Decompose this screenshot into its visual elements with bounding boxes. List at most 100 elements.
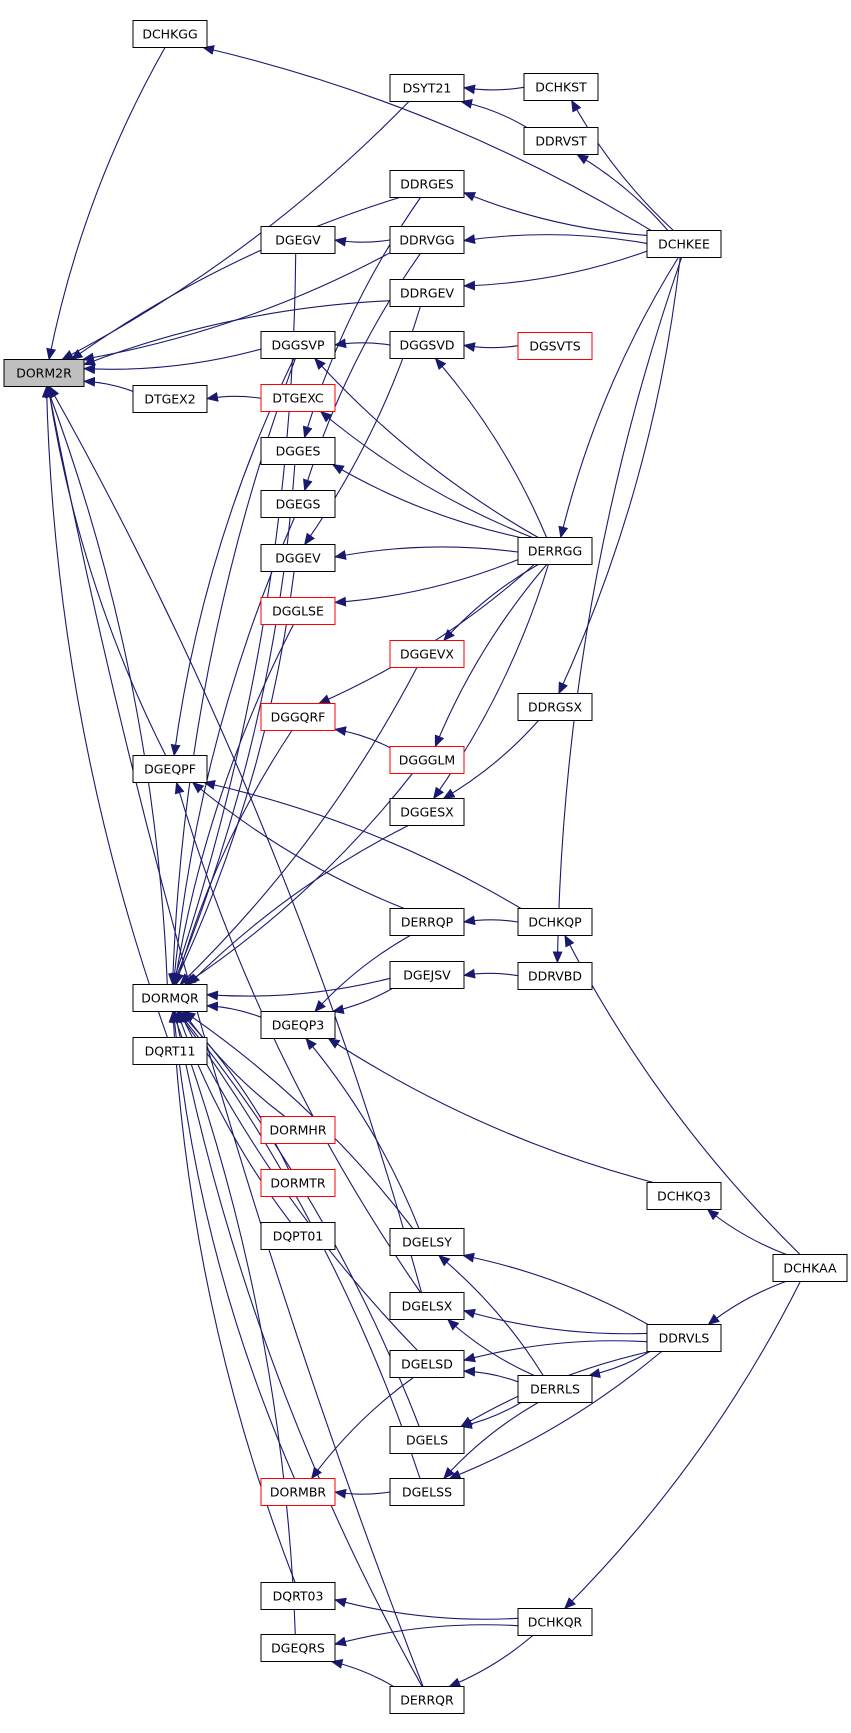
node-box [260,1582,336,1610]
node-label: DGELSS [402,1485,452,1500]
edge-dggevx-to-dormqr [179,667,418,986]
edge-derrgg-to-dtgexc [319,410,533,539]
node-box [523,73,599,101]
node-ddrvls[interactable]: DDRVLS [646,1324,722,1352]
node-dggqrf[interactable]: DGGQRF [260,703,336,731]
edge-derrqr-to-dorm2r [45,385,424,1687]
node-ddrgev[interactable]: DDRGEV [389,279,465,307]
edge-dchkqr-to-derrqr [448,1635,534,1688]
edge-dggglm-to-dggqrf [334,726,391,749]
node-dggsvd[interactable]: DGGSVD [389,331,465,359]
node-dchkq3[interactable]: DCHKQ3 [646,1182,722,1210]
node-label: DERRQP [401,915,454,930]
node-label: DGGGLM [399,753,455,768]
edge-ddrvbd-to-dgejsv [463,968,519,979]
edge-dgeqp3-to-dormqr [206,1001,262,1018]
node-dchkqp[interactable]: DCHKQP [517,908,593,936]
node-dgelsx[interactable]: DGELSX [389,1292,465,1320]
edge-dggglm-to-dormqr [183,773,413,986]
edge-dgegs-to-dormqr [169,517,296,986]
node-dgeqrs[interactable]: DGEQRS [260,1634,336,1662]
edge-dchkq3-to-dgeqp3 [327,1037,654,1184]
node-dqpt01[interactable]: DQPT01 [260,1222,336,1250]
edge-dormbr-to-dormqr [169,1010,296,1479]
node-dqrt03[interactable]: DQRT03 [260,1582,336,1610]
node-dgsvts[interactable]: DGSVTS [517,332,593,360]
node-dgegv[interactable]: DGEGV [260,226,336,254]
node-label: DERRLS [530,1382,580,1397]
node-label: DGEGS [276,497,321,512]
node-label: DGSVTS [529,339,580,354]
edge-dormhr-to-dormqr [182,1010,286,1117]
node-label: DGGEV [275,551,321,566]
node-derrqp[interactable]: DERRQP [389,908,465,936]
node-ddrvbd[interactable]: DDRVBD [517,962,593,990]
node-dchkst[interactable]: DCHKST [523,73,599,101]
node-box [260,437,336,465]
edge-derrls-to-dgelsd [463,1366,519,1383]
node-dggesx[interactable]: DGGESX [389,798,465,826]
node-box [389,640,465,668]
node-dormbr[interactable]: DORMBR [260,1478,336,1506]
node-box [132,755,208,783]
edge-dgelss-to-dormbr [334,1488,391,1499]
node-ddrgsx[interactable]: DDRGSX [517,693,593,721]
node-box [389,331,465,359]
node-dchkgg[interactable]: DCHKGG [132,20,208,48]
node-box [260,384,336,412]
node-box [260,490,336,518]
node-ddrvgg[interactable]: DDRVGG [389,226,465,254]
node-dchkaa[interactable]: DCHKAA [772,1254,848,1282]
node-label: DCHKGG [142,27,197,42]
node-box [389,1228,465,1256]
node-dormhr[interactable]: DORMHR [260,1116,336,1144]
node-dsyt21[interactable]: DSYT21 [389,74,465,102]
node-dggev[interactable]: DGGEV [260,544,336,572]
node-dgeqp3[interactable]: DGEQP3 [260,1011,336,1039]
node-ddrvst[interactable]: DDRVST [523,127,599,155]
node-label: DGELSY [402,1235,452,1250]
node-dgels[interactable]: DGELS [389,1426,465,1454]
node-label: DQRT03 [273,1589,324,1604]
node-dgelsd[interactable]: DGELSD [389,1350,465,1378]
node-box [3,359,85,387]
node-box [389,74,465,102]
node-dorm2r[interactable]: DORM2R [3,359,85,387]
node-dgejsv[interactable]: DGEJSV [389,961,465,989]
node-label: DGEGV [275,233,321,248]
edge-dchkee-to-ddrvst [576,153,669,231]
node-dgelsy[interactable]: DGELSY [389,1228,465,1256]
node-dggglm[interactable]: DGGGLM [389,746,465,774]
node-derrgg[interactable]: DERRGG [517,537,593,565]
node-label: DORM2R [16,366,72,381]
edge-derrls-to-dgelsy [438,1254,544,1376]
node-derrqr[interactable]: DERRQR [389,1686,465,1714]
edge-dqrt11-to-dorm2r [41,385,169,1038]
node-dgelss[interactable]: DGELSS [389,1478,465,1506]
node-box [389,798,465,826]
node-label: DORMHR [269,1123,326,1138]
node-dormqr[interactable]: DORMQR [132,984,208,1012]
node-ddrges[interactable]: DDRGES [389,170,465,198]
node-dggsvp[interactable]: DGGSVP [260,331,336,359]
node-dormtr[interactable]: DORMTR [260,1169,336,1197]
edge-dchkee-to-ddrgev [463,250,648,291]
node-dgges[interactable]: DGGES [260,437,336,465]
node-derrls[interactable]: DERRLS [517,1375,593,1403]
edge-dchkqp-to-derrqp [463,915,519,926]
node-dgegs[interactable]: DGEGS [260,490,336,518]
node-label: DGEQRS [271,1641,325,1656]
node-dtgex2[interactable]: DTGEX2 [132,385,208,413]
node-dggevx[interactable]: DGGEVX [389,640,465,668]
node-box [517,908,593,936]
node-dtgexc[interactable]: DTGEXC [260,384,336,412]
node-label: DGGES [276,444,321,459]
node-dgeqpf[interactable]: DGEQPF [132,755,208,783]
node-dchkee[interactable]: DCHKEE [646,230,722,258]
node-dchkqr[interactable]: DCHKQR [517,1608,593,1636]
node-dgglse[interactable]: DGGLSE [260,597,336,625]
edge-derrgg-to-dggglm [434,564,548,748]
edge-derrqp-to-dgeqp3 [314,935,411,1013]
node-label: DDRGEV [400,286,455,301]
node-dqrt11[interactable]: DQRT11 [132,1037,208,1065]
